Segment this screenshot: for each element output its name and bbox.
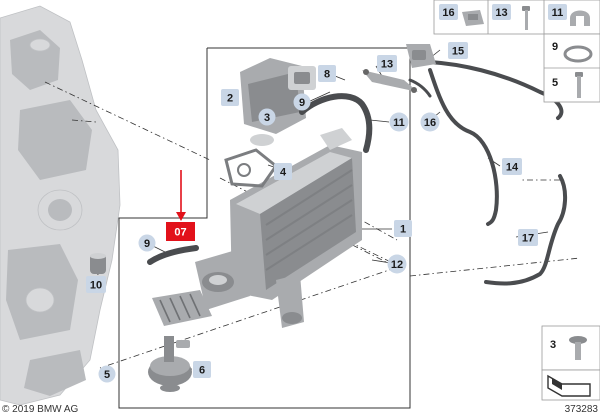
parts-panel-top: 16 13 11 9 5 xyxy=(433,0,600,103)
svg-text:16: 16 xyxy=(442,7,454,19)
callout-07-highlight[interactable]: 07 xyxy=(166,222,195,241)
svg-text:5: 5 xyxy=(552,77,558,89)
panel-item-13[interactable]: 13 xyxy=(492,4,530,30)
panel-item-9[interactable]: 9 xyxy=(552,41,593,63)
panel-item-5[interactable]: 5 xyxy=(552,72,583,98)
connector-15 xyxy=(406,44,436,68)
svg-text:2: 2 xyxy=(227,93,233,105)
panel-item-11[interactable]: 11 xyxy=(548,4,590,26)
diagram-number: 373283 xyxy=(565,404,599,415)
egr-valve xyxy=(240,58,316,146)
callout-9-lower[interactable]: 9 xyxy=(138,234,156,252)
callout-5[interactable]: 5 xyxy=(98,365,116,383)
panel-item-3[interactable]: 3 xyxy=(550,336,587,360)
coolant-hoses xyxy=(147,60,567,286)
panel-item-16[interactable]: 16 xyxy=(439,4,484,26)
gasket xyxy=(224,148,279,188)
flex-pipe xyxy=(90,253,212,326)
svg-text:1: 1 xyxy=(400,224,406,236)
svg-text:10: 10 xyxy=(90,280,102,292)
svg-text:13: 13 xyxy=(381,59,393,71)
callout-15[interactable]: 15 xyxy=(448,42,468,59)
svg-text:13: 13 xyxy=(495,7,507,19)
callout-3[interactable]: 3 xyxy=(258,108,276,126)
svg-text:11: 11 xyxy=(552,7,564,19)
callout-8[interactable]: 8 xyxy=(318,65,336,82)
bracket-13 xyxy=(362,69,418,93)
egr-cooler xyxy=(195,128,362,328)
svg-text:6: 6 xyxy=(199,365,205,377)
svg-text:9: 9 xyxy=(144,238,150,250)
highlight-arrow xyxy=(176,170,186,221)
svg-text:8: 8 xyxy=(324,69,330,81)
svg-text:11: 11 xyxy=(393,117,405,129)
svg-text:12: 12 xyxy=(391,259,403,271)
callout-14[interactable]: 14 xyxy=(502,158,522,175)
svg-text:3: 3 xyxy=(550,339,556,351)
copyright-text: © 2019 BMW AG xyxy=(2,404,79,415)
svg-text:07: 07 xyxy=(174,227,186,239)
parts-panel-bottom: 3 xyxy=(541,325,600,401)
svg-text:4: 4 xyxy=(280,167,287,179)
callout-9-upper[interactable]: 9 xyxy=(293,93,311,111)
callout-2[interactable]: 2 xyxy=(221,89,239,106)
svg-text:5: 5 xyxy=(104,369,110,381)
svg-text:16: 16 xyxy=(424,117,436,129)
callout-4[interactable]: 4 xyxy=(274,163,292,180)
callout-16[interactable]: 16 xyxy=(420,112,440,132)
callout-1[interactable]: 1 xyxy=(394,220,412,237)
svg-text:3: 3 xyxy=(264,112,270,124)
callout-10[interactable]: 10 xyxy=(86,276,106,293)
callout-17[interactable]: 17 xyxy=(518,229,538,246)
callout-6[interactable]: 6 xyxy=(193,361,211,378)
svg-text:9: 9 xyxy=(299,97,305,109)
svg-text:17: 17 xyxy=(522,233,534,245)
svg-text:15: 15 xyxy=(452,46,464,58)
callout-11[interactable]: 11 xyxy=(389,112,409,132)
callout-12[interactable]: 12 xyxy=(387,254,407,274)
vacuum-actuator xyxy=(148,336,192,392)
svg-text:14: 14 xyxy=(506,162,519,174)
navigation-arrow-icon[interactable] xyxy=(547,374,591,397)
engine-block-ghost xyxy=(0,5,121,406)
svg-text:9: 9 xyxy=(552,41,558,53)
callout-13[interactable]: 13 xyxy=(377,55,397,72)
